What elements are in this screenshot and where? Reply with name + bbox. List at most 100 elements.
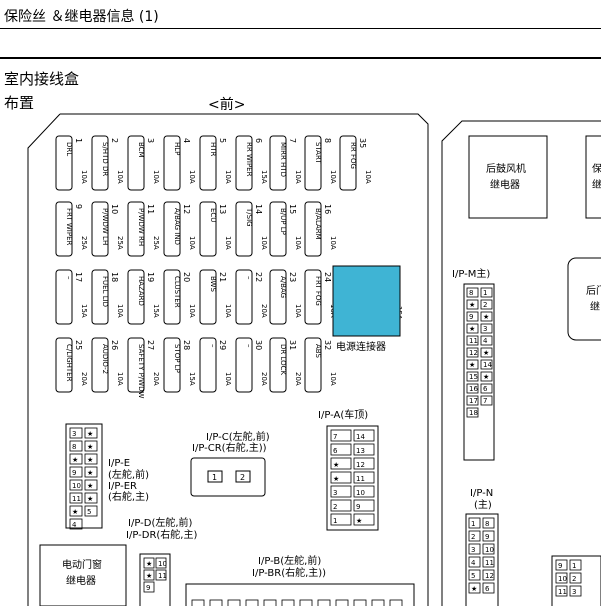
fuse-name: ABS [314, 344, 322, 358]
connector-pin-label: 9 [146, 584, 150, 592]
connector-pin [371, 599, 385, 606]
connector-pin-label: ★ [87, 456, 93, 464]
connector-pin-label: 7 [333, 433, 337, 441]
connector-pin [480, 323, 493, 334]
ipa-label: I/P-A(车顶) [318, 408, 368, 421]
connector-pin-label: 11 [485, 559, 494, 567]
connector-pin-label: 5 [87, 508, 91, 516]
connector-pin [330, 513, 352, 526]
fuse-amp: 25A [152, 236, 160, 250]
connector-pin-label: ★ [333, 461, 339, 469]
connector-pin-label: 9 [469, 313, 473, 321]
connector-pin [84, 453, 98, 465]
connector-pin-label: 18 [469, 409, 478, 417]
connector-pin [353, 471, 375, 484]
connector-pin [69, 453, 83, 465]
fuse-amp: 25A [80, 236, 88, 250]
power-connector-label: 电源连接器 [336, 340, 386, 353]
connector-pin-label: 1 [333, 517, 337, 525]
connector-pin [84, 440, 98, 452]
fuse-amp: 20A [260, 372, 268, 386]
connector-pin-label: ★ [356, 517, 362, 525]
connector-pin-label: 3 [471, 546, 475, 554]
fuse-body [127, 135, 145, 191]
header-top-divider [0, 28, 601, 29]
connector-pin [569, 585, 582, 597]
fuse-name: P/WDW RH [137, 208, 145, 246]
ipn-label-1: I/P-N [470, 488, 493, 499]
fuse-body [304, 269, 322, 325]
connector-pin [353, 499, 375, 512]
connector-pin [84, 492, 98, 504]
fuse-amp: 10A [188, 304, 196, 318]
connector-pin-label: ★ [87, 443, 93, 451]
connector-pin-label: ★ [87, 495, 93, 503]
fuse-name: – [245, 344, 253, 348]
fuse-body [55, 337, 73, 393]
connector-pin [227, 599, 241, 606]
fuse-number: 22 [254, 272, 263, 282]
connector-pin [468, 556, 481, 568]
connector-pin [155, 557, 167, 569]
connector-pin-label: 9 [485, 533, 489, 541]
fuse-number: 32 [323, 340, 332, 350]
ipb-pins [191, 599, 403, 606]
rear-blower-relay-line2: 继电器 [490, 178, 520, 191]
fuse-amp: 10A [224, 170, 232, 184]
fuse-name: RR FOG [349, 142, 357, 169]
connector-pin [155, 569, 167, 581]
fuse-body [127, 337, 145, 393]
ipc-pin [207, 470, 223, 483]
fuse-number: 7 [288, 138, 297, 143]
fuse-body [235, 269, 253, 325]
connector-pin-label: 10 [72, 482, 81, 490]
fuse-name: SAFETY P/WDW [137, 344, 145, 398]
connector-pin [480, 383, 493, 394]
connector-pin [482, 582, 495, 594]
fuse-name: RR WIPER [245, 142, 253, 177]
fuse-name: – [245, 276, 253, 280]
connector-pin [330, 499, 352, 512]
connector-pin-label: 11 [356, 475, 365, 483]
fuse-amp: 10A [294, 304, 302, 318]
connector-pin [84, 427, 98, 439]
connector-pin-label: ★ [471, 585, 477, 593]
connector-pin [569, 572, 582, 584]
fuse-amp: 10A [224, 372, 232, 386]
fuse-name: B/UP LP [279, 208, 287, 235]
fuse-name: HLP [173, 142, 181, 155]
connector-pin-label: 3 [483, 325, 487, 333]
connector-pin-label: 3 [572, 588, 576, 596]
fuse-body [269, 337, 287, 393]
fuse-name: AUDIO-2 [101, 344, 109, 374]
fuse-name: HAZARD [137, 276, 145, 306]
fuse-number: 9 [74, 204, 83, 209]
fuse-body [127, 269, 145, 325]
ipc-pin-label: 2 [240, 473, 245, 482]
connector-pin-label: 11 [72, 495, 81, 503]
connector-pin-label: ★ [87, 469, 93, 477]
connector-pin [480, 335, 493, 346]
connector-pin [480, 287, 493, 298]
ipb-label-1: I/P-B(左舵,前) [258, 554, 321, 567]
connector-pin-label: ★ [483, 349, 489, 357]
connector-pin-label: 11 [158, 572, 167, 580]
fuse-name: B/ALARM [314, 208, 322, 240]
connector-pin-label: 16 [469, 385, 478, 393]
connector-pin-label: 9 [356, 503, 360, 511]
rear-blower-relay-line1: 后鼓风机 [486, 162, 526, 175]
connector-pin [353, 513, 375, 526]
connector-pin-label: ★ [469, 361, 475, 369]
fuse-name: START [314, 142, 322, 164]
connector-pin-label: 9 [72, 469, 76, 477]
connector-pin [245, 599, 259, 606]
